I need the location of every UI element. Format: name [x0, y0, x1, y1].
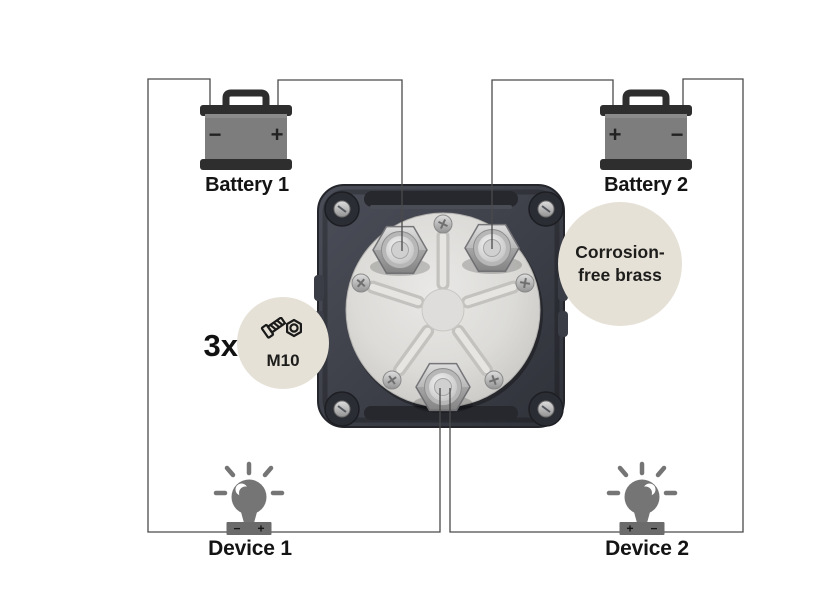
bolt-quantity-label: 3x: [203, 328, 238, 363]
bolt-and-nut-icon: [260, 317, 303, 339]
device1-right-terminal: +: [257, 522, 264, 536]
material-line1: Corrosion-: [575, 242, 665, 262]
material-callout: Corrosion- free brass: [558, 202, 682, 326]
bolt-callout: M10: [237, 297, 329, 389]
device2-right-terminal: −: [650, 522, 657, 536]
device1-label: Device 1: [208, 537, 292, 560]
battery2-right-terminal: −: [671, 122, 684, 147]
device2-icon: + −: [606, 461, 678, 536]
battery1-label: Battery 1: [205, 174, 289, 196]
battery2-label: Battery 2: [604, 174, 688, 196]
device2-left-terminal: +: [626, 522, 633, 536]
battery1-right-terminal: +: [271, 122, 284, 147]
device2-label: Device 2: [605, 537, 689, 560]
battery-handle: [622, 89, 670, 111]
bulb: [624, 479, 660, 523]
battery-handle: [222, 89, 270, 111]
battery2-icon: + −: [600, 89, 692, 170]
bolt-size-label: M10: [266, 351, 300, 370]
battery2-left-terminal: +: [609, 122, 622, 147]
battery1-icon: − +: [200, 89, 292, 170]
bulb: [231, 479, 267, 523]
device1-left-terminal: −: [233, 522, 240, 536]
battery1-left-terminal: −: [209, 122, 222, 147]
battery-switch-image: [314, 184, 568, 428]
device1-icon: − +: [213, 461, 285, 536]
material-line2: free brass: [578, 265, 662, 285]
